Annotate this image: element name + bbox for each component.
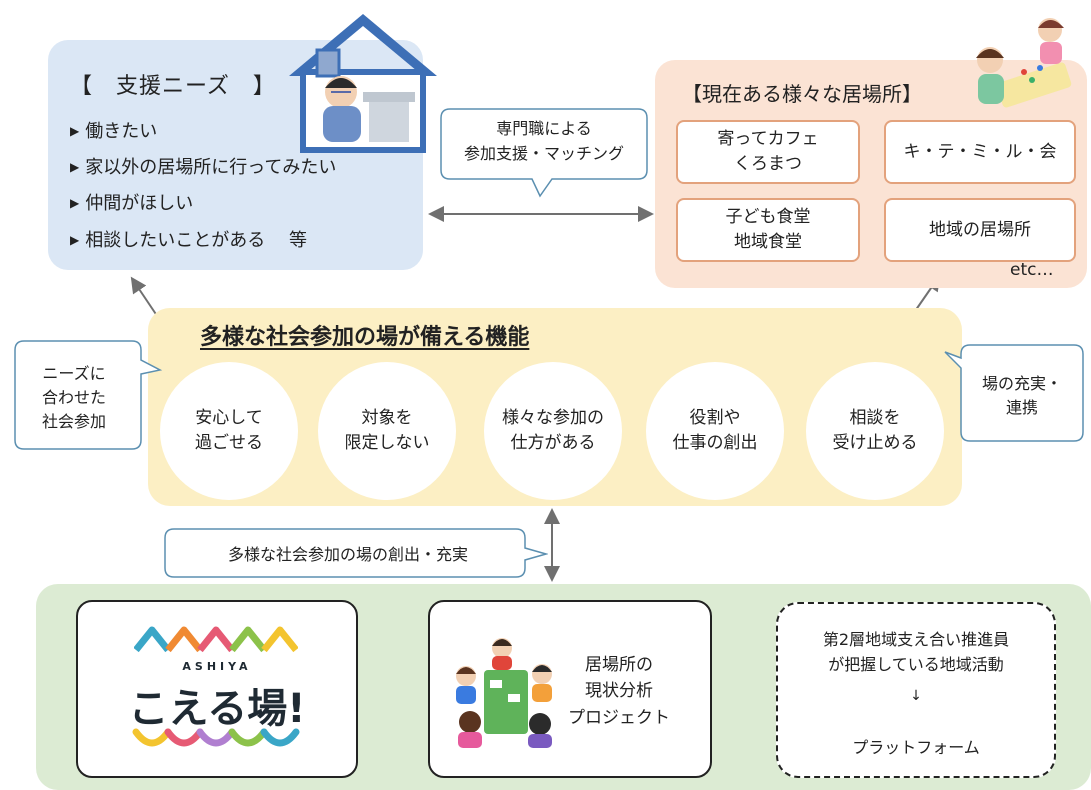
place-box: 子ども食堂 地域食堂 — [676, 198, 860, 262]
triangle-bullet-icon: ▶ — [70, 233, 80, 247]
place-box: 地域の居場所 — [884, 198, 1076, 262]
needs-title: 【 支援ニーズ 】 — [70, 74, 276, 99]
place-box: 寄ってカフェ くろまつ — [676, 120, 860, 184]
triangle-bullet-icon: ▶ — [70, 196, 80, 210]
house-person-icon — [289, 14, 437, 153]
place-box: キ・テ・ミ・ル・会 — [884, 120, 1076, 184]
function-circle: 安心して 過ごせる — [160, 362, 298, 500]
places-title: 【現在ある様々な居場所】 — [682, 82, 922, 106]
functions-title: 多様な社会参加の場が備える機能 — [200, 325, 530, 350]
down-arrow-icon: ↓ — [910, 688, 922, 704]
need-item-label: 家以外の居場所に行ってみたい — [85, 157, 337, 178]
function-circle: 相談を 受け止める — [806, 362, 944, 500]
logo-title: こえる場! — [128, 686, 306, 732]
triangle-bullet-icon: ▶ — [70, 124, 80, 138]
matching-speech-bubble — [440, 108, 648, 198]
function-circle: 役割や 仕事の創出 — [646, 362, 784, 500]
needs-participation-bubble — [14, 340, 163, 450]
function-circle: 様々な参加の 仕方がある — [484, 362, 622, 500]
logo-subtitle: ASHIYA — [182, 660, 252, 673]
project-text: 居場所の 現状分析 プロジェクト — [568, 655, 670, 728]
need-item: ▶ 相談したいことがある 等 — [70, 226, 307, 252]
need-item-label: 働きたい — [85, 121, 158, 142]
need-item: ▶ 働きたい — [70, 117, 157, 143]
platform-label: プラットフォーム — [852, 738, 980, 757]
need-item-label: 相談したいことがある 等 — [85, 230, 307, 251]
platform-box — [776, 602, 1056, 778]
triangle-bullet-icon: ▶ — [70, 160, 80, 174]
create-bubble-text: 多様な社会参加の場の創出・充実 — [227, 545, 468, 564]
place-enrichment-bubble — [944, 344, 1084, 442]
need-item: ▶ 仲間がほしい — [70, 189, 193, 215]
need-item-label: 仲間がほしい — [85, 193, 194, 214]
zigzag-logo-icon — [134, 626, 298, 653]
matching-bubble-text: 専門職による 参加支援・マッチング — [463, 119, 624, 163]
places-etc: etc… — [1010, 260, 1054, 280]
need-item: ▶ 家以外の居場所に行ってみたい — [70, 153, 336, 179]
needs-participation-text: ニーズに 合わせた 社会参加 — [41, 364, 106, 431]
function-circle: 対象を 限定しない — [318, 362, 456, 500]
wave-logo-icon — [132, 728, 300, 747]
children-playing-icon — [976, 18, 1072, 108]
place-enrichment-text: 場の充実・ 連携 — [981, 374, 1062, 417]
group-meeting-icon — [456, 638, 552, 748]
platform-description: 第2層地域支え合い推進員 が把握している地域活動 — [822, 630, 1010, 674]
create-speech-bubble — [164, 528, 548, 578]
